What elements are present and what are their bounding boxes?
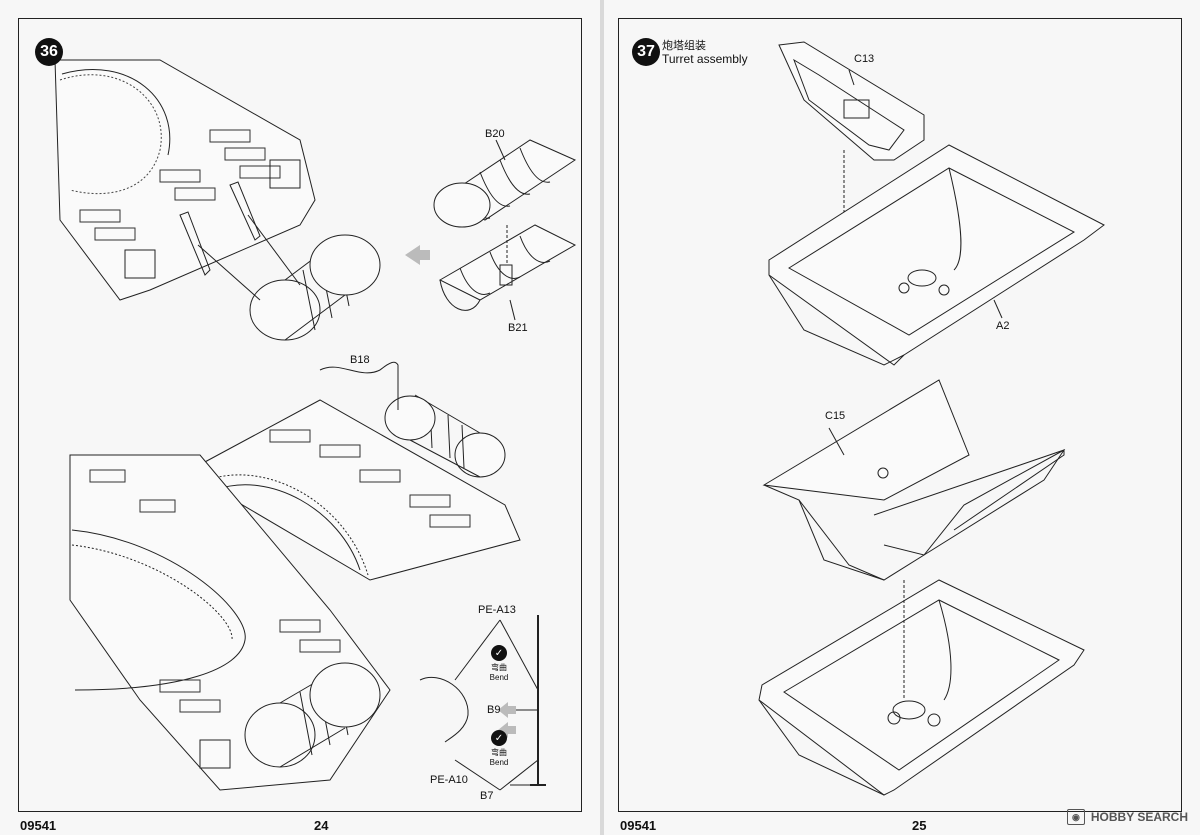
step-37-illustration [758,41,1105,796]
page-number: 24 [314,818,329,833]
page-frame [18,18,582,812]
step-title-en: Turret assembly [662,52,748,66]
instruction-page-right: 37 炮塔组装 Turret assembly C13 A2 C15 09541… [604,0,1200,835]
bend-check-icon: ✓ [491,730,507,746]
part-label-c13: C13 [854,53,875,65]
kit-code: 09541 [20,818,57,833]
camera-icon: ◉ [1066,809,1085,825]
part-label-b20: B20 [485,128,505,140]
part-label-c15: C15 [825,410,846,422]
page-frame [618,18,1182,812]
part-label-b9: B9 [487,704,501,716]
instruction-page-left: 36 B20 B21 B18 PE-A13 B9 PE-A10 B7 ✓ 弯曲 … [0,0,600,835]
hobby-search-watermark: ◉ HOBBY SEARCH [1066,809,1188,825]
step-36-illustration [54,59,577,791]
step-number-badge: 36 [35,38,63,66]
bend-label-top: 弯曲 Bend [489,663,509,682]
part-label-pe-a13: PE-A13 [478,604,516,616]
bend-check-icon: ✓ [491,645,507,661]
part-label-b21: B21 [508,322,528,334]
page-number: 25 [912,818,927,833]
part-label-b7: B7 [480,790,494,802]
part-label-pe-a10: PE-A10 [430,774,468,786]
part-label-b18: B18 [350,354,370,366]
bend-label-bottom: 弯曲 Bend [489,748,509,767]
watermark-text: HOBBY SEARCH [1090,810,1188,824]
step-title-zh: 炮塔组装 [662,40,706,52]
step-number-badge: 37 [632,38,660,66]
part-label-a2: A2 [996,320,1010,332]
kit-code: 09541 [620,818,657,833]
